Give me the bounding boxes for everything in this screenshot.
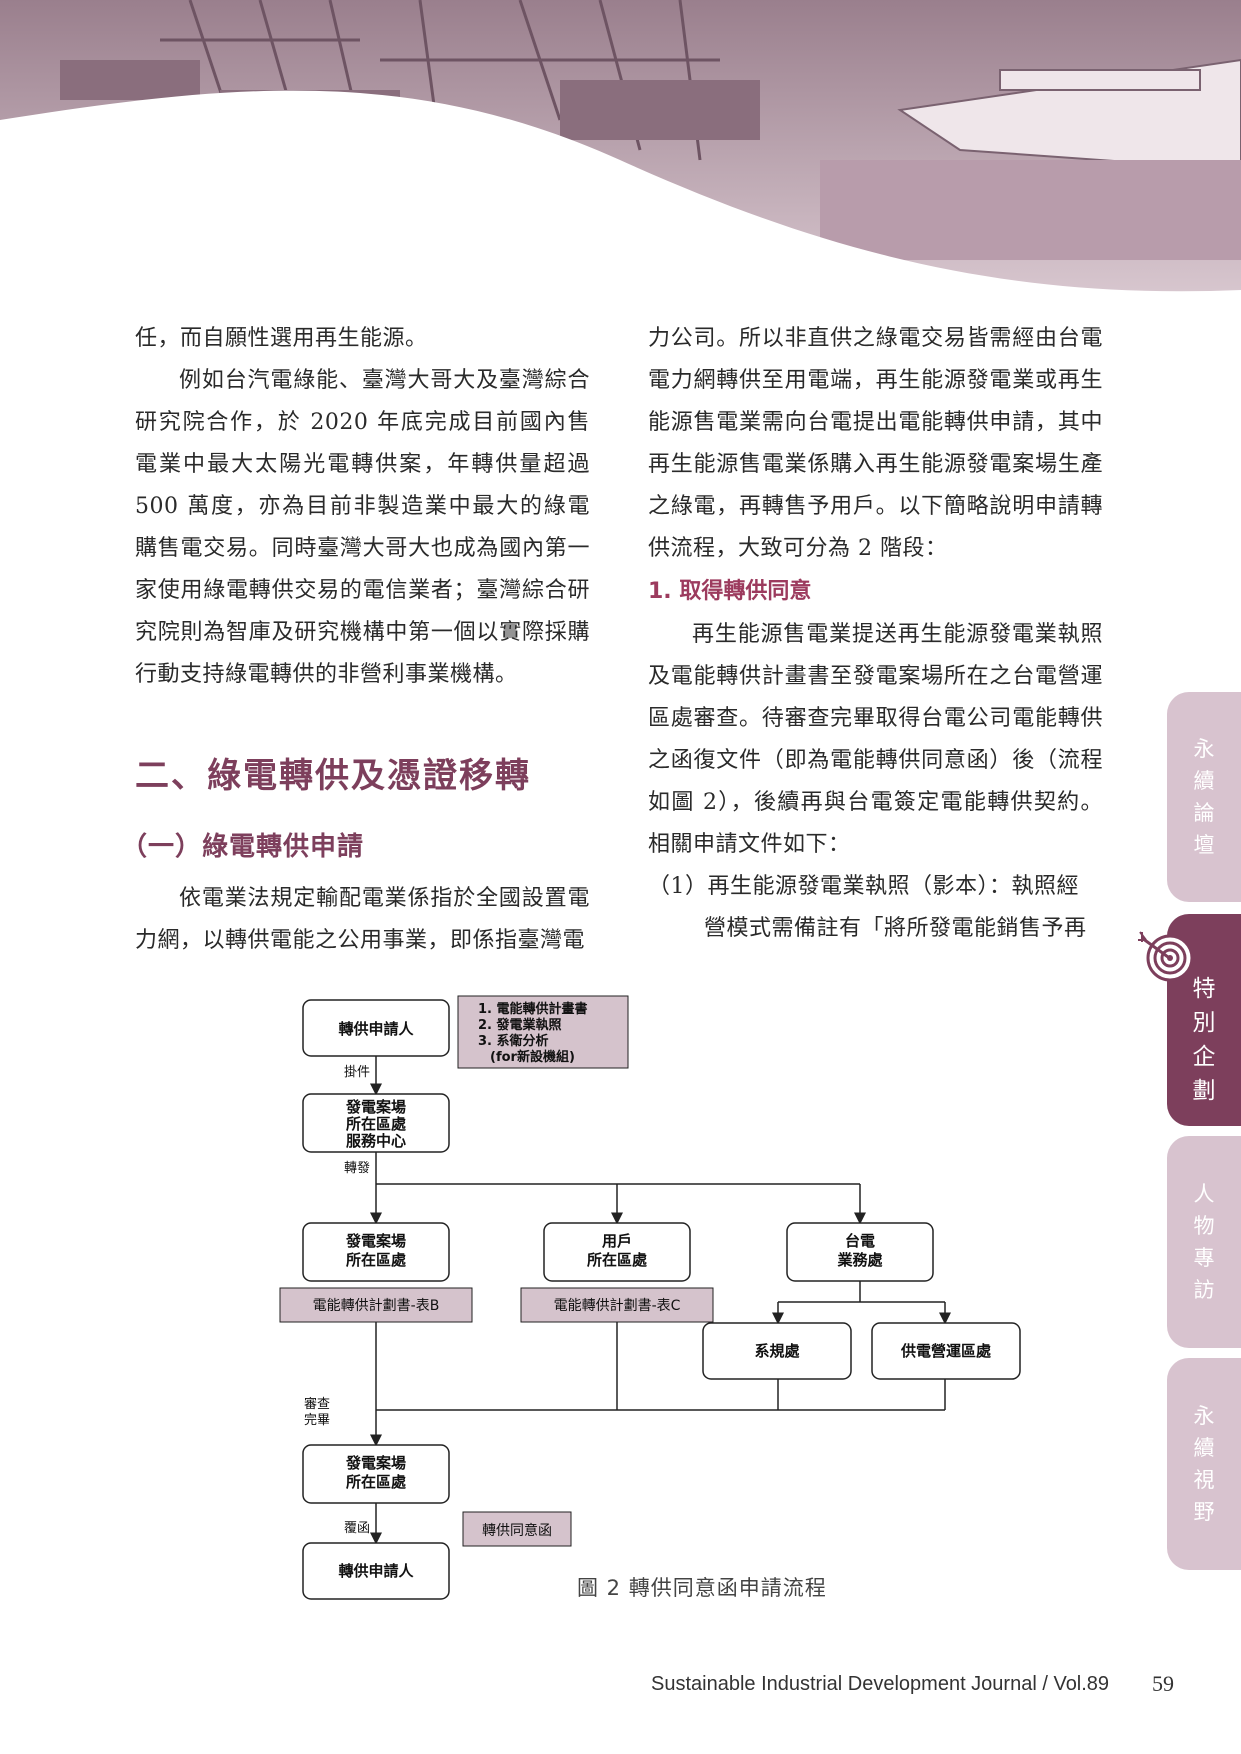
side-tab-char: 野 — [1193, 1500, 1215, 1524]
right-paragraph-2: 再生能源售電業提送再生能源發電業執照及電能轉供計畫書至發電案場所在之台電營運區處… — [648, 622, 1103, 857]
service-center-box: 發電案場 所在區處 服務中心 — [302, 1093, 450, 1153]
svg-text:服務中心: 服務中心 — [346, 1132, 406, 1150]
side-tab-sustainability-vision[interactable]: 永 續 視 野 — [1167, 1358, 1241, 1570]
applicant-top-box: 轉供申請人 — [302, 999, 450, 1057]
target-icon — [1138, 931, 1194, 982]
subsection-heading: （一）綠電轉供申請 — [121, 832, 365, 862]
list-item-1-continued: 營模式需備註有「將所發電能銷售予再 — [704, 916, 1087, 941]
svg-text:所在區處: 所在區處 — [346, 1473, 407, 1491]
form-b-box: 電能轉供計劃書-表B — [279, 1287, 473, 1323]
side-tab-char: 專 — [1193, 1246, 1215, 1270]
consent-letter-box: 轉供同意函 — [462, 1511, 572, 1547]
side-tab-char: 視 — [1193, 1468, 1215, 1492]
docs-note-box: 1. 電能轉供計畫書 2. 發電業執照 3. 系衛分析 (for新設機組) — [457, 995, 629, 1069]
side-tab-char: 續 — [1193, 1436, 1215, 1460]
side-tab-char: 人 — [1193, 1182, 1215, 1206]
left-paragraph-1: 任，而自願性選用再生能源。 — [135, 326, 428, 351]
system-planning-box: 系規處 — [702, 1322, 852, 1380]
side-tab-interviews[interactable]: 人 物 專 訪 — [1167, 1136, 1241, 1348]
svg-text:發電案場: 發電案場 — [345, 1454, 406, 1472]
docs-note-line-2: 2. 發電業執照 — [478, 1017, 562, 1033]
side-tab-char: 訪 — [1193, 1278, 1215, 1302]
section-heading: 二、綠電轉供及憑證移轉 — [135, 756, 531, 796]
svg-text:發電案場: 發電案場 — [345, 1098, 406, 1116]
list-item-1: （1）再生能源發電業執照（影本）：執照經 — [648, 874, 1079, 899]
user-region-box: 用戶 所在區處 — [543, 1222, 691, 1282]
docs-note-line-4: (for新設機組) — [490, 1049, 575, 1065]
side-tab-sustainability-forum[interactable]: 永 續 論 壇 — [1167, 692, 1241, 902]
svg-text:發電案場: 發電案場 — [345, 1232, 406, 1250]
side-tab-char: 論 — [1193, 801, 1215, 825]
plant-region-box-2: 發電案場 所在區處 — [302, 1444, 450, 1504]
label-submit: 掛件 — [344, 1065, 370, 1080]
side-tab-char: 永 — [1193, 1404, 1215, 1428]
figure-caption: 圖 2 轉供同意函申請流程 — [577, 1576, 827, 1600]
side-tab-char: 續 — [1193, 769, 1215, 793]
svg-text:所在區處: 所在區處 — [587, 1251, 648, 1269]
step-heading: 1. 取得轉供同意 — [648, 579, 812, 604]
plant-region-box-1: 發電案場 所在區處 — [302, 1222, 450, 1282]
svg-text:電能轉供計劃書-表C: 電能轉供計劃書-表C — [554, 1298, 681, 1314]
left-paragraph-3: 依電業法規定輸配電業係指於全國設置電力網，以轉供電能之公用事業，即係指臺灣電 — [135, 886, 590, 953]
label-review-1: 審查 — [304, 1397, 330, 1412]
svg-text:系規處: 系規處 — [754, 1342, 800, 1360]
flowchart: 轉供申請人 1. 電能轉供計畫書 2. 發電業執照 3. 系衛分析 (for新設… — [279, 995, 1021, 1600]
footer-journal-title: Sustainable Industrial Development Journ… — [651, 1673, 1110, 1695]
svg-text:台電: 台電 — [845, 1232, 875, 1250]
svg-text:供電營運區處: 供電營運區處 — [900, 1342, 992, 1360]
svg-text:用戶: 用戶 — [602, 1232, 632, 1250]
applicant-top-label: 轉供申請人 — [338, 1020, 414, 1038]
side-tab-char: 別 — [1192, 1010, 1216, 1036]
side-tab-char: 物 — [1193, 1214, 1215, 1238]
svg-text:業務處: 業務處 — [836, 1251, 883, 1269]
taipower-business-box: 台電 業務處 — [786, 1222, 934, 1282]
svg-text:轉供同意函: 轉供同意函 — [482, 1522, 552, 1539]
left-paragraph-2: 例如台汽電綠能、臺灣大哥大及臺灣綜合研究院合作，於 2020 年底完成目前國內售… — [135, 368, 590, 687]
side-tab-char: 壇 — [1193, 833, 1215, 857]
side-tab-char: 特 — [1192, 976, 1216, 1002]
right-column: 力公司。所以非直供之綠電交易皆需經由台電電力網轉供至用電端，再生能源發電業或再生… — [648, 318, 1103, 950]
label-review-2: 完畢 — [304, 1413, 330, 1428]
supply-region-box: 供電營運區處 — [871, 1322, 1021, 1380]
left-column: 任，而自願性選用再生能源。 例如台汽電綠能、臺灣大哥大及臺灣綜合研究院合作，於 … — [121, 318, 590, 962]
svg-text:電能轉供計劃書-表B: 電能轉供計劃書-表B — [313, 1298, 440, 1314]
docs-note-line-1: 1. 電能轉供計畫書 — [478, 1001, 588, 1017]
side-tab-char: 劃 — [1192, 1078, 1216, 1104]
svg-text:所在區處: 所在區處 — [346, 1115, 407, 1133]
label-forward: 轉發 — [344, 1161, 370, 1176]
right-paragraph-1: 力公司。所以非直供之綠電交易皆需經由台電電力網轉供至用電端，再生能源發電業或再生… — [648, 326, 1103, 561]
form-c-box: 電能轉供計劃書-表C — [520, 1287, 714, 1323]
header-banner-image — [0, 0, 1241, 300]
svg-text:所在區處: 所在區處 — [346, 1251, 407, 1269]
side-tab-char: 企 — [1192, 1044, 1216, 1070]
label-reply: 覆函 — [344, 1521, 370, 1536]
side-tab-char: 永 — [1193, 737, 1215, 761]
applicant-bottom-box: 轉供申請人 — [302, 1542, 450, 1600]
docs-note-line-3: 3. 系衛分析 — [478, 1033, 549, 1049]
page-number: 59 — [1152, 1671, 1174, 1696]
svg-text:轉供申請人: 轉供申請人 — [338, 1562, 414, 1580]
